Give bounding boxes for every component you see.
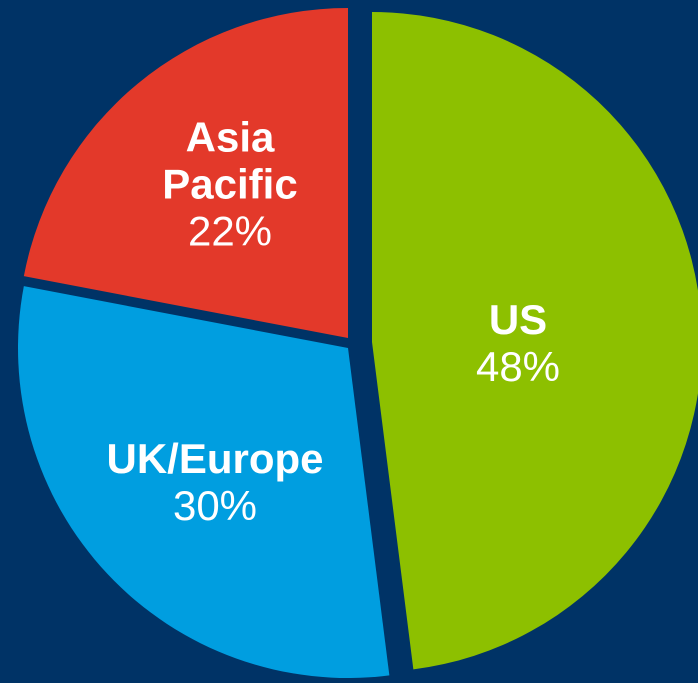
slice-percent-us: 48%: [475, 343, 561, 390]
slice-name-asia-pacific: Asia Pacific: [162, 113, 298, 208]
slice-name-uk-europe: UK/Europe: [106, 434, 324, 482]
pie-slice-uk-europe: [18, 286, 390, 679]
slice-label-asia-pacific: Asia Pacific 22%: [140, 113, 320, 254]
pie-slice-us: [372, 12, 698, 670]
slice-label-us: US 48%: [476, 296, 560, 390]
slice-label-uk-europe: UK/Europe 30%: [106, 435, 323, 529]
pie-slice-asia-pacific: [23, 8, 348, 338]
slice-name-us: US: [488, 295, 548, 343]
slice-percent-asia-pacific: 22%: [187, 207, 273, 255]
slice-percent-uk-europe: 30%: [172, 482, 258, 529]
